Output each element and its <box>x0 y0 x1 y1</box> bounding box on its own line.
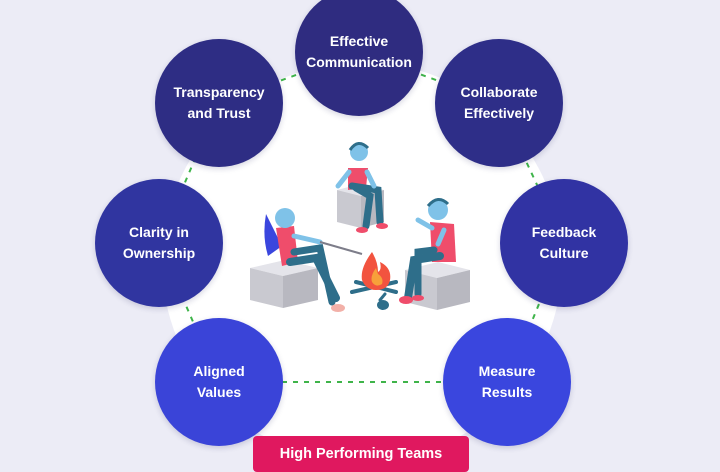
node-measure-results: Measure Results <box>443 318 571 446</box>
campfire-team-illustration <box>250 142 470 312</box>
seat-cube-left <box>250 260 318 308</box>
person-left <box>264 208 363 312</box>
person-top <box>335 142 388 233</box>
node-transparency-and-trust: Transparency and Trust <box>155 39 283 167</box>
node-collaborate-effectively: Collaborate Effectively <box>435 39 563 167</box>
node-clarity-in-ownership: Clarity in Ownership <box>95 179 223 307</box>
node-effective-communication: Effective Communication <box>295 0 423 116</box>
node-label: Collaborate Effectively <box>460 84 538 121</box>
node-label: Transparency and Trust <box>173 84 265 121</box>
node-label: Clarity in Ownership <box>122 224 196 261</box>
diagram-title-banner: High Performing Teams <box>253 436 469 472</box>
node-label: Feedback Culture <box>531 224 597 261</box>
node-label: Aligned Values <box>193 363 245 400</box>
node-label: Effective Communication <box>306 33 412 70</box>
node-feedback-culture: Feedback Culture <box>500 179 628 307</box>
node-aligned-values: Aligned Values <box>155 318 283 446</box>
person-right <box>399 198 456 304</box>
node-label: Measure Results <box>478 363 536 400</box>
campfire-icon <box>350 252 398 310</box>
